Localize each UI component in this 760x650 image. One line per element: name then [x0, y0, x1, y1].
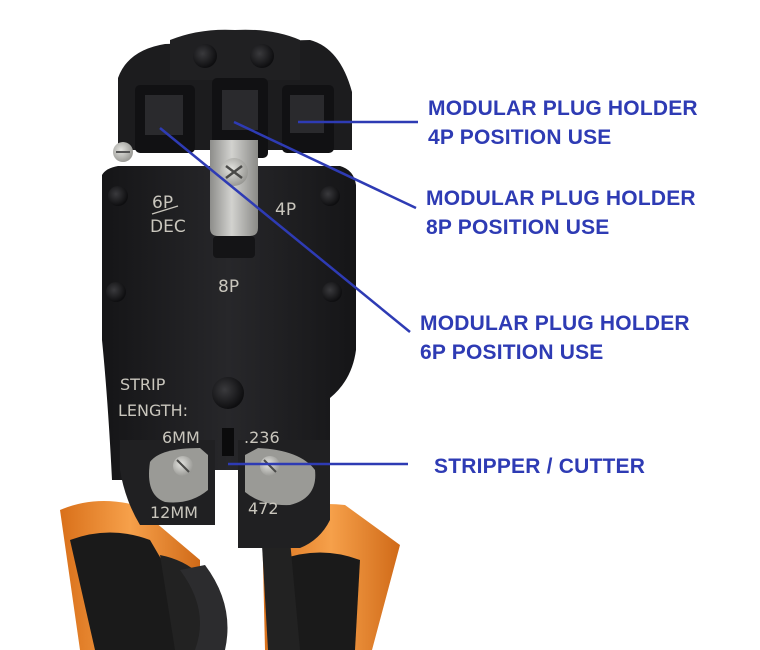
callout-6p-line1: MODULAR PLUG HOLDER [420, 312, 690, 335]
handle-linkage [180, 565, 228, 650]
plate-bolt [320, 186, 340, 206]
callout-8p-line1: MODULAR PLUG HOLDER [426, 187, 696, 210]
callout-6p-line2: 6P POSITION USE [420, 341, 604, 364]
leader-lines [159, 120, 418, 466]
engraving-236: .236 [244, 428, 280, 447]
callout-4p-holder: MODULAR PLUG HOLDER 4P POSITION USE [428, 94, 698, 152]
engraving-6mm: 6MM [162, 428, 200, 447]
left-handle [60, 501, 205, 650]
plate-bolt [322, 282, 342, 302]
callout-8p-line2: 8P POSITION USE [426, 216, 610, 239]
callout-8p-holder: MODULAR PLUG HOLDER 8P POSITION USE [426, 184, 696, 242]
callout-6p-holder: MODULAR PLUG HOLDER 6P POSITION USE [420, 309, 690, 367]
callout-stripper-line1: STRIPPER / CUTTER [434, 455, 646, 478]
callout-stripper-cutter: STRIPPER / CUTTER [434, 452, 645, 481]
engraving-8p: 8P [218, 277, 239, 297]
engraving-dec: DEC [150, 217, 186, 237]
engraving-strip: STRIP [120, 375, 166, 394]
cap-bolt-left [193, 44, 217, 68]
leader-6p [159, 127, 411, 333]
engraving-6p: 6P [152, 193, 173, 213]
callout-4p-line1: MODULAR PLUG HOLDER [428, 97, 698, 120]
blade-left [149, 448, 208, 503]
leader-8p [233, 120, 417, 210]
callout-4p-line2: 4P POSITION USE [428, 126, 612, 149]
pivot-bolt [212, 377, 244, 409]
engraving-4p: 4P [275, 200, 296, 220]
cap-bolt-right [250, 44, 274, 68]
engraving-472: 472 [248, 499, 279, 518]
engraving-12mm: 12MM [150, 503, 198, 522]
engraving-length: LENGTH: [118, 401, 188, 420]
plate-bolt [106, 282, 126, 302]
plate-bolt [108, 186, 128, 206]
